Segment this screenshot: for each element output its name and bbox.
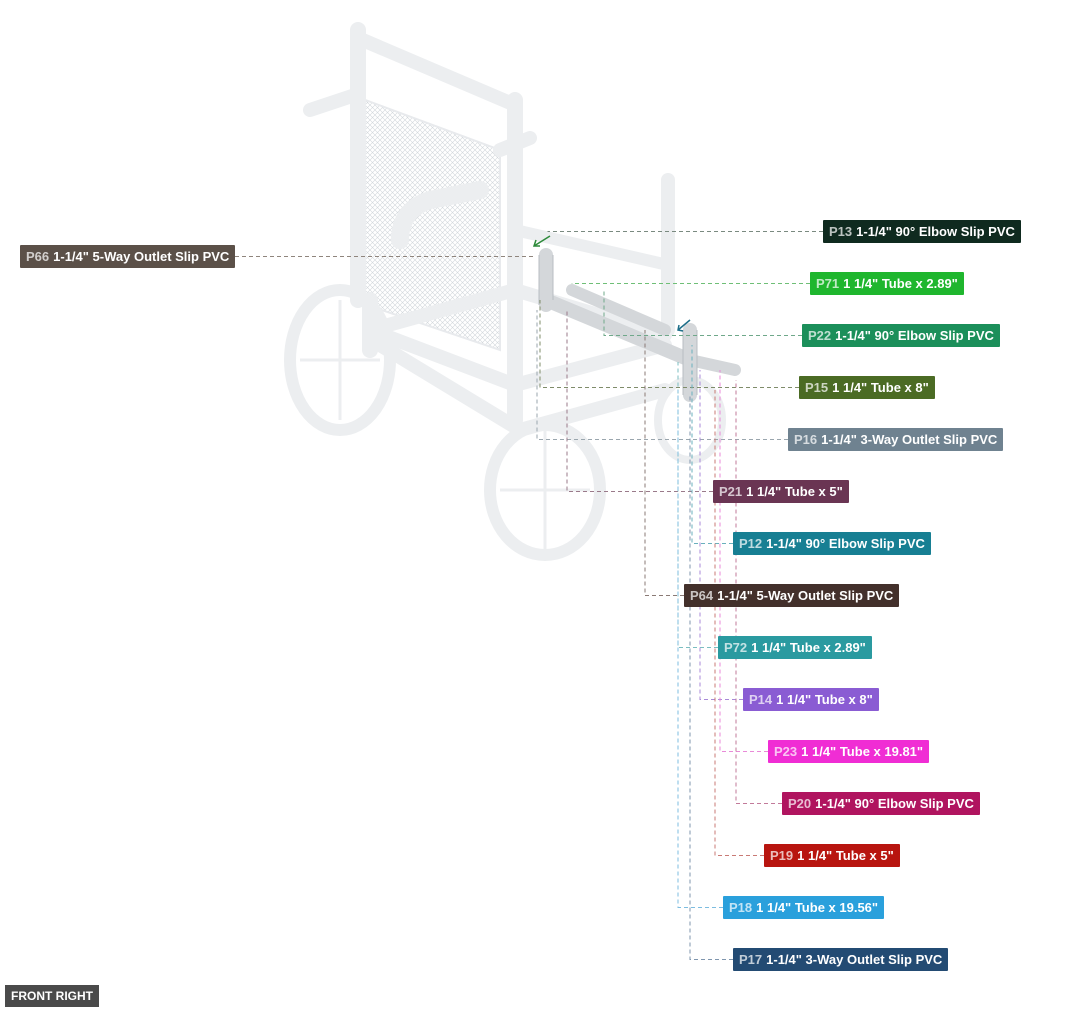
part-id: P18 — [729, 900, 753, 915]
part-id: P71 — [816, 276, 840, 291]
part-id: P17 — [739, 952, 763, 967]
part-id: P16 — [794, 432, 818, 447]
leader-line-p66 — [235, 256, 536, 257]
leader-line-p14 — [699, 370, 743, 700]
leader-line-p64 — [644, 330, 684, 596]
leader-line-p13 — [547, 231, 823, 232]
leader-line-p19 — [714, 390, 764, 856]
part-id: P23 — [774, 744, 798, 759]
part-name: 1-1/4" 3-Way Outlet Slip PVC — [821, 432, 998, 447]
part-name: 1 1/4" Tube x 8" — [776, 692, 873, 707]
part-name: 1 1/4" Tube x 19.56" — [756, 900, 879, 915]
part-name: 1-1/4" 5-Way Outlet Slip PVC — [717, 588, 894, 603]
part-name: 1-1/4" 90° Elbow Slip PVC — [835, 328, 994, 343]
part-id: P15 — [805, 380, 829, 395]
leader-line-p16 — [536, 310, 788, 440]
leader-line-p71 — [571, 283, 810, 284]
part-name: 1 1/4" Tube x 8" — [832, 380, 929, 395]
part-id: P14 — [749, 692, 773, 707]
part-name: 1 1/4" Tube x 5" — [797, 848, 894, 863]
part-name: 1 1/4" Tube x 19.81" — [801, 744, 924, 759]
part-name: 1-1/4" 3-Way Outlet Slip PVC — [766, 952, 943, 967]
part-id: P20 — [788, 796, 812, 811]
leader-line-p21 — [566, 310, 713, 492]
part-name: 1 1/4" Tube x 5" — [746, 484, 843, 499]
part-id: P72 — [724, 640, 748, 655]
part-id: P22 — [808, 328, 832, 343]
rear-wheel-left — [284, 284, 396, 436]
part-id: P12 — [739, 536, 763, 551]
leader-line-p20 — [735, 380, 782, 804]
part-id: P13 — [829, 224, 853, 239]
leader-line-p18 — [677, 390, 723, 908]
highlight-outline — [538, 255, 698, 395]
part-name: 1 1/4" Tube x 2.89" — [843, 276, 958, 291]
part-id: P21 — [719, 484, 743, 499]
leader-line-p15 — [539, 300, 799, 388]
arrow-icon-p22 — [677, 319, 691, 332]
part-id: P66 — [26, 249, 50, 264]
part-name: 1-1/4" 90° Elbow Slip PVC — [815, 796, 974, 811]
part-id: P64 — [690, 588, 714, 603]
part-name: 1 1/4" Tube x 2.89" — [751, 640, 866, 655]
leader-line-p22 — [603, 290, 802, 336]
part-name: 1-1/4" 90° Elbow Slip PVC — [856, 224, 1015, 239]
arrow-icon-p13 — [532, 235, 551, 247]
rear-wheel-right — [484, 419, 606, 561]
part-name: 1-1/4" 5-Way Outlet Slip PVC — [53, 249, 230, 264]
part-id: P19 — [770, 848, 794, 863]
leader-line-p17 — [689, 395, 733, 960]
view-label: FRONT RIGHT — [5, 985, 99, 1007]
part-name: 1-1/4" 90° Elbow Slip PVC — [766, 536, 925, 551]
